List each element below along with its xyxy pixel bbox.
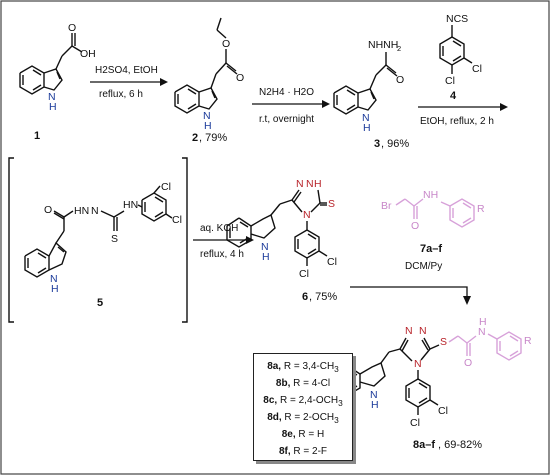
arrowhead-step-3 bbox=[500, 103, 508, 111]
step-2-conditions: r.t, overnight bbox=[259, 114, 314, 125]
legend-row-8f: 8f, R = 2-F bbox=[278, 446, 328, 457]
atom-N: N bbox=[50, 273, 58, 285]
atom-N2: N bbox=[306, 178, 314, 190]
arrowhead-step-1 bbox=[160, 78, 168, 86]
atom-N1: N bbox=[296, 178, 304, 190]
compound-5: Cl Cl HN S HN N O N H 5 bbox=[8, 157, 188, 323]
compound-yield-8: , 69-82% bbox=[438, 439, 482, 451]
compound-8: N N N S O H N R N H bbox=[335, 316, 532, 451]
atom-N4: N bbox=[303, 209, 311, 221]
compound-yield-2: , 79% bbox=[199, 132, 227, 144]
compound-label-6: 6 bbox=[302, 291, 308, 303]
compound-yield-3: , 96% bbox=[381, 138, 409, 150]
atom-S: S bbox=[440, 336, 447, 348]
atom-S: S bbox=[328, 198, 335, 210]
atom-NH: H bbox=[479, 316, 487, 328]
step-2-reagents: N2H4 · H2O bbox=[259, 87, 314, 98]
atom-N2: N bbox=[419, 325, 427, 337]
atom-H: H bbox=[49, 101, 57, 113]
legend-row-8e: 8e, R = H bbox=[281, 429, 325, 440]
atom-N: N bbox=[203, 110, 211, 122]
compound-1: O OH N H 1 bbox=[19, 22, 96, 142]
atom-N: N bbox=[48, 91, 56, 103]
legend-row-8d: 8d, R = 2-OCH3 bbox=[267, 412, 339, 425]
compound-3: NHNH 2 O N H 3 , 96% bbox=[333, 39, 409, 150]
step-1-conditions: reflux, 6 h bbox=[99, 89, 143, 100]
compound-label-1: 1 bbox=[34, 130, 40, 142]
atom-O: O bbox=[44, 204, 52, 216]
atom-Cl-4: Cl bbox=[410, 417, 420, 429]
atom-OH: OH bbox=[80, 48, 96, 60]
atom-NH: NH bbox=[423, 189, 438, 201]
arrowhead-step-5 bbox=[463, 296, 471, 305]
atom-H: H bbox=[51, 283, 59, 295]
atom-O: O bbox=[396, 74, 404, 86]
atom-NHNH2-sub: 2 bbox=[397, 44, 401, 53]
substituent-legend: 8a, R = 3,4-CH3 8b, R = 4-Cl 8c, R = 2,4… bbox=[253, 353, 353, 461]
atom-N-hydrazide: N bbox=[91, 205, 99, 217]
atom-HN: HN bbox=[123, 199, 138, 211]
atom-O-ester: O bbox=[222, 38, 230, 50]
step-5-conditions: DCM/Py bbox=[405, 261, 442, 272]
atom-R: R bbox=[477, 203, 485, 215]
atom-R: R bbox=[524, 335, 532, 347]
atom-Cl-3: Cl bbox=[472, 63, 482, 75]
compound-2: O O N H 2 , 79% bbox=[174, 17, 244, 144]
arrow-step-5 bbox=[350, 286, 468, 296]
atom-N1: N bbox=[405, 325, 413, 337]
atom-S: S bbox=[111, 233, 118, 245]
atom-O: O bbox=[411, 220, 419, 232]
compound-label-5: 5 bbox=[97, 297, 103, 309]
atom-N4: N bbox=[414, 358, 422, 370]
legend-row-8b: 8b, R = 4-Cl bbox=[275, 378, 331, 389]
atom-O: O bbox=[464, 357, 472, 369]
step-1-reagents: H2SO4, EtOH bbox=[95, 65, 158, 76]
compound-yield-6: , 75% bbox=[309, 291, 337, 303]
atom-N: N bbox=[370, 389, 378, 401]
atom-Cl-4: Cl bbox=[445, 75, 455, 87]
atom-N: N bbox=[362, 112, 370, 124]
compound-label-7: 7a–f bbox=[420, 243, 442, 255]
atom-H: H bbox=[371, 399, 379, 411]
atom-HN-hydrazide: HN bbox=[74, 205, 89, 217]
compound-label-8: 8a–f bbox=[413, 439, 435, 451]
atom-Cl-3: Cl bbox=[438, 405, 448, 417]
compound-7: Br O NH R 7a–f bbox=[381, 189, 485, 255]
atom-Cl-4: Cl bbox=[172, 214, 182, 226]
atom-H: H bbox=[363, 122, 371, 134]
atom-NCS: NCS bbox=[446, 13, 468, 25]
atom-H: H bbox=[262, 251, 270, 263]
atom-Cl-4: Cl bbox=[299, 268, 309, 280]
atom-N-amide: N bbox=[478, 326, 486, 338]
atom-O-carbonyl: O bbox=[236, 72, 244, 84]
compound-label-3: 3 bbox=[374, 138, 380, 150]
atom-Cl-3: Cl bbox=[327, 256, 337, 268]
compound-label-2: 2 bbox=[192, 132, 198, 144]
arrowhead-step-2 bbox=[322, 100, 330, 108]
atom-N: N bbox=[261, 241, 269, 253]
atom-H: H bbox=[204, 120, 212, 132]
atom-Cl-3: Cl bbox=[161, 181, 171, 193]
legend-row-8c: 8c, R = 2,4-OCH3 bbox=[263, 395, 343, 408]
step-3-conditions: EtOH, reflux, 2 h bbox=[420, 116, 494, 127]
step-4-conditions: reflux, 4 h bbox=[200, 249, 244, 260]
atom-O: O bbox=[68, 22, 76, 34]
legend-row-8a: 8a, R = 3,4-CH3 bbox=[267, 361, 339, 374]
compound-6: N N H N S N H Cl Cl 6 , 75% bbox=[226, 178, 337, 303]
compound-label-4: 4 bbox=[450, 90, 457, 102]
atom-Br: Br bbox=[381, 200, 392, 212]
atom-NH: H bbox=[314, 178, 322, 190]
step-4-reagents: aq. KOH bbox=[200, 223, 238, 234]
atom-NHNH2: NHNH bbox=[368, 39, 398, 51]
compound-4: NCS Cl Cl 4 bbox=[439, 13, 482, 102]
